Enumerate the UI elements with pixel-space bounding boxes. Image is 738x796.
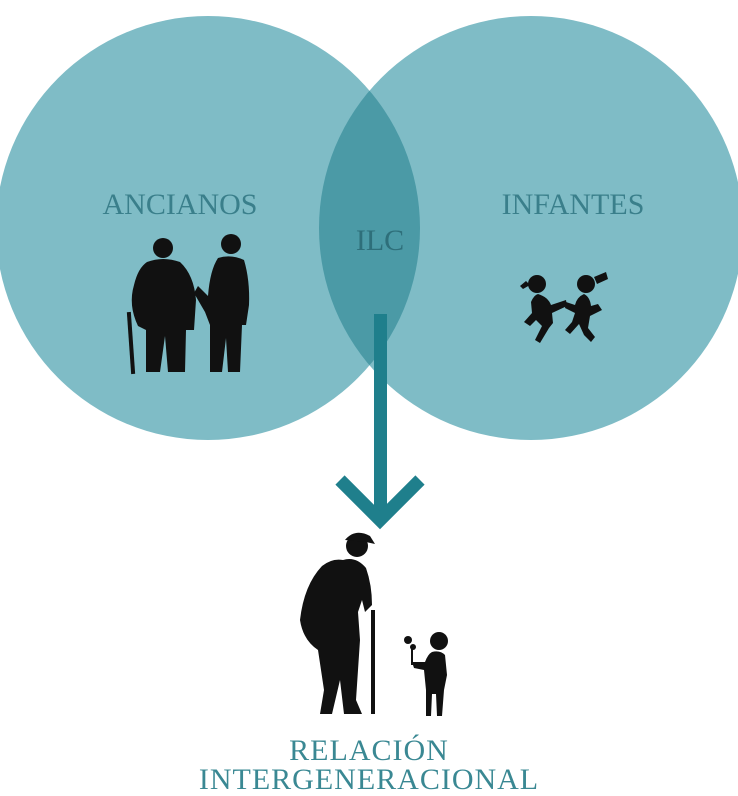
elderly-couple-icon — [126, 234, 250, 375]
down-arrow-icon — [335, 314, 425, 530]
elder-and-child-icon — [300, 532, 448, 716]
children-playing-icon — [520, 272, 608, 343]
infantes-circle — [319, 16, 738, 440]
infantes-label: INFANTES — [502, 188, 645, 221]
ilc-label: ILC — [356, 224, 404, 257]
result-line-2: INTERGENERACIONAL — [198, 763, 540, 796]
result-line-1: RELACIÓN — [289, 734, 449, 767]
ancianos-circle — [0, 16, 420, 440]
ancianos-label: ANCIANOS — [102, 188, 257, 221]
